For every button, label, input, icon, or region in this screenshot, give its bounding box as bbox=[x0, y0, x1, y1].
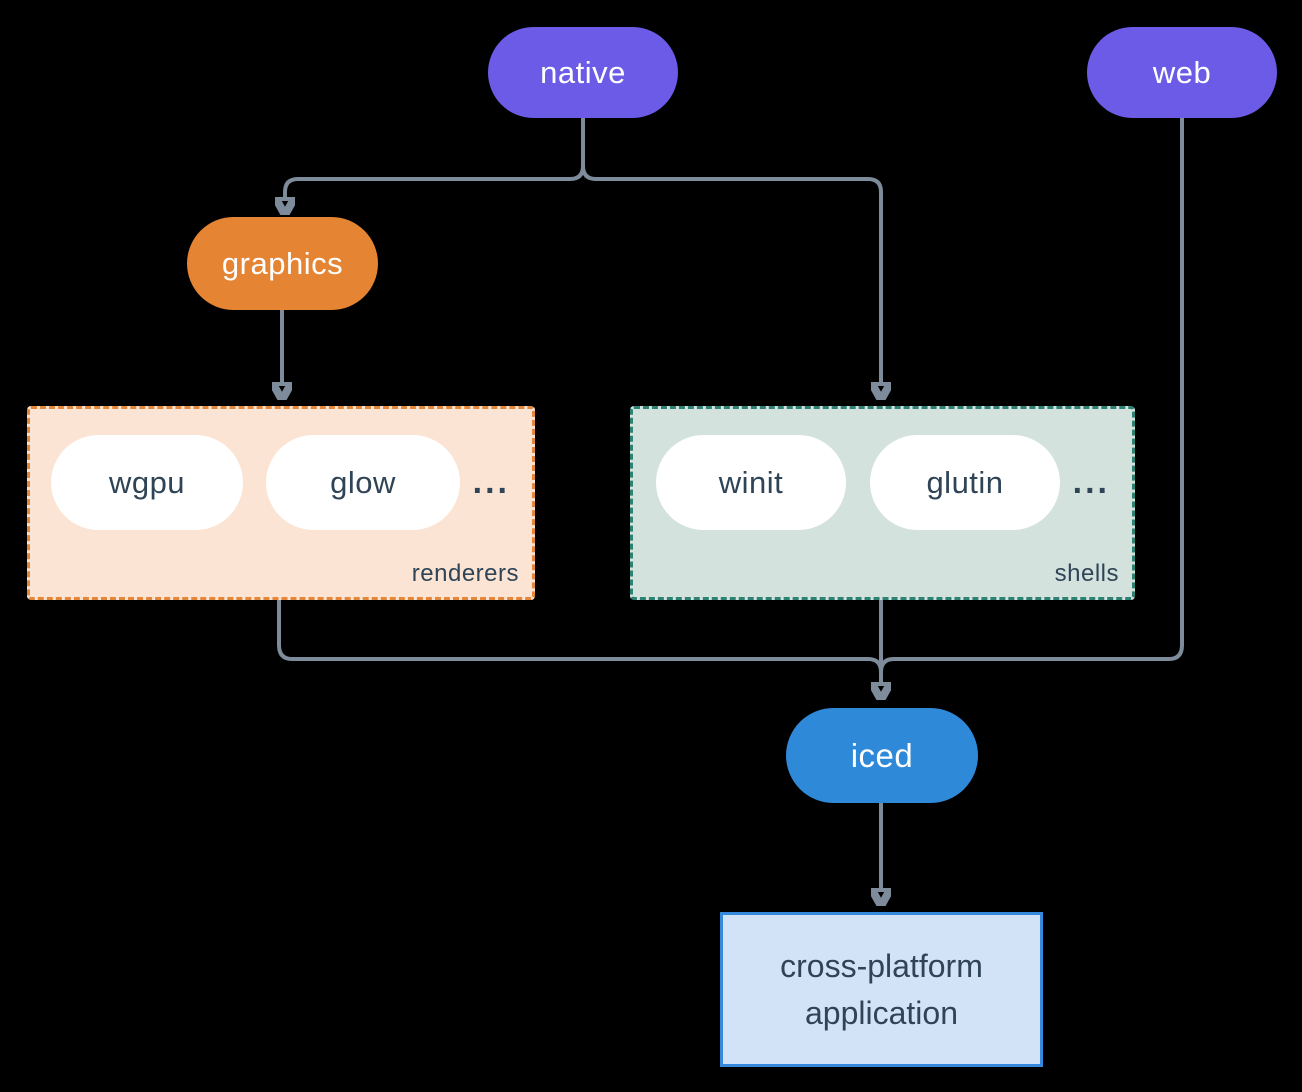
node-winit-label: winit bbox=[718, 464, 784, 500]
shells-ellipsis: ... bbox=[1072, 463, 1110, 501]
application-label-line2: application bbox=[805, 994, 958, 1031]
edge-renderers-to-merge bbox=[277, 599, 883, 673]
node-web: web bbox=[1087, 27, 1277, 118]
edge-native-to-graphics bbox=[285, 118, 585, 198]
node-native-label: native bbox=[540, 54, 626, 90]
node-web-label: web bbox=[1152, 54, 1212, 90]
node-wgpu-label: wgpu bbox=[108, 464, 186, 500]
node-winit: winit bbox=[656, 435, 846, 530]
group-shells-label: shells bbox=[1054, 560, 1119, 587]
application-label-line1: cross-platform bbox=[780, 947, 983, 984]
node-graphics-label: graphics bbox=[221, 245, 344, 281]
node-iced-label: iced bbox=[850, 736, 914, 774]
renderers-ellipsis: ... bbox=[472, 463, 510, 501]
node-cross-platform-application: cross-platform application bbox=[720, 912, 1043, 1067]
node-glutin: glutin bbox=[870, 435, 1060, 530]
node-wgpu: wgpu bbox=[51, 435, 243, 530]
group-shells: winit glutin ... shells bbox=[630, 406, 1135, 600]
group-renderers: wgpu glow ... renderers bbox=[27, 406, 535, 600]
group-renderers-label: renderers bbox=[411, 560, 519, 587]
node-glutin-label: glutin bbox=[926, 464, 1004, 500]
edge-native-to-shells bbox=[581, 118, 881, 383]
node-glow-label: glow bbox=[330, 464, 396, 500]
node-native: native bbox=[488, 27, 678, 118]
node-glow: glow bbox=[266, 435, 460, 530]
node-graphics: graphics bbox=[187, 217, 378, 310]
node-iced: iced bbox=[786, 708, 978, 803]
